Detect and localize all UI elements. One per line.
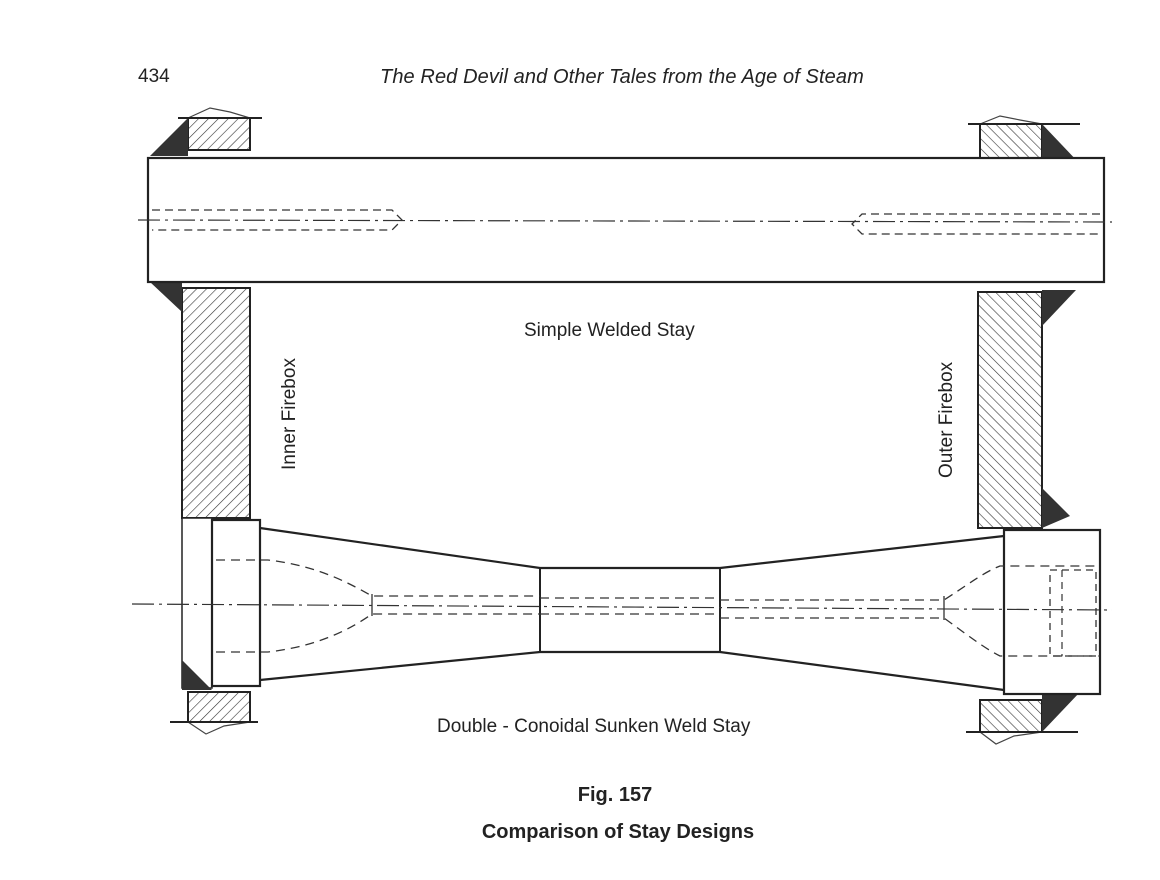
inner-firebox-plate: [150, 107, 262, 735]
page-number: 434: [138, 66, 170, 87]
outer-firebox-plate: [966, 115, 1080, 745]
figure-number: Fig. 157: [577, 784, 653, 806]
outer-firebox-label: Outer Firebox: [936, 361, 957, 478]
running-head: The Red Devil and Other Tales from the A…: [380, 66, 864, 88]
inner-firebox-label: Inner Firebox: [279, 358, 300, 470]
figure-title: Comparison of Stay Designs: [481, 821, 755, 843]
conoidal-stay-label: Double - Conoidal Sunken Weld Stay: [437, 716, 751, 737]
simple-welded-stay-label: Simple Welded Stay: [524, 320, 695, 341]
conoidal-stay: [131, 518, 1113, 696]
simple-welded-stay: [137, 156, 1113, 284]
